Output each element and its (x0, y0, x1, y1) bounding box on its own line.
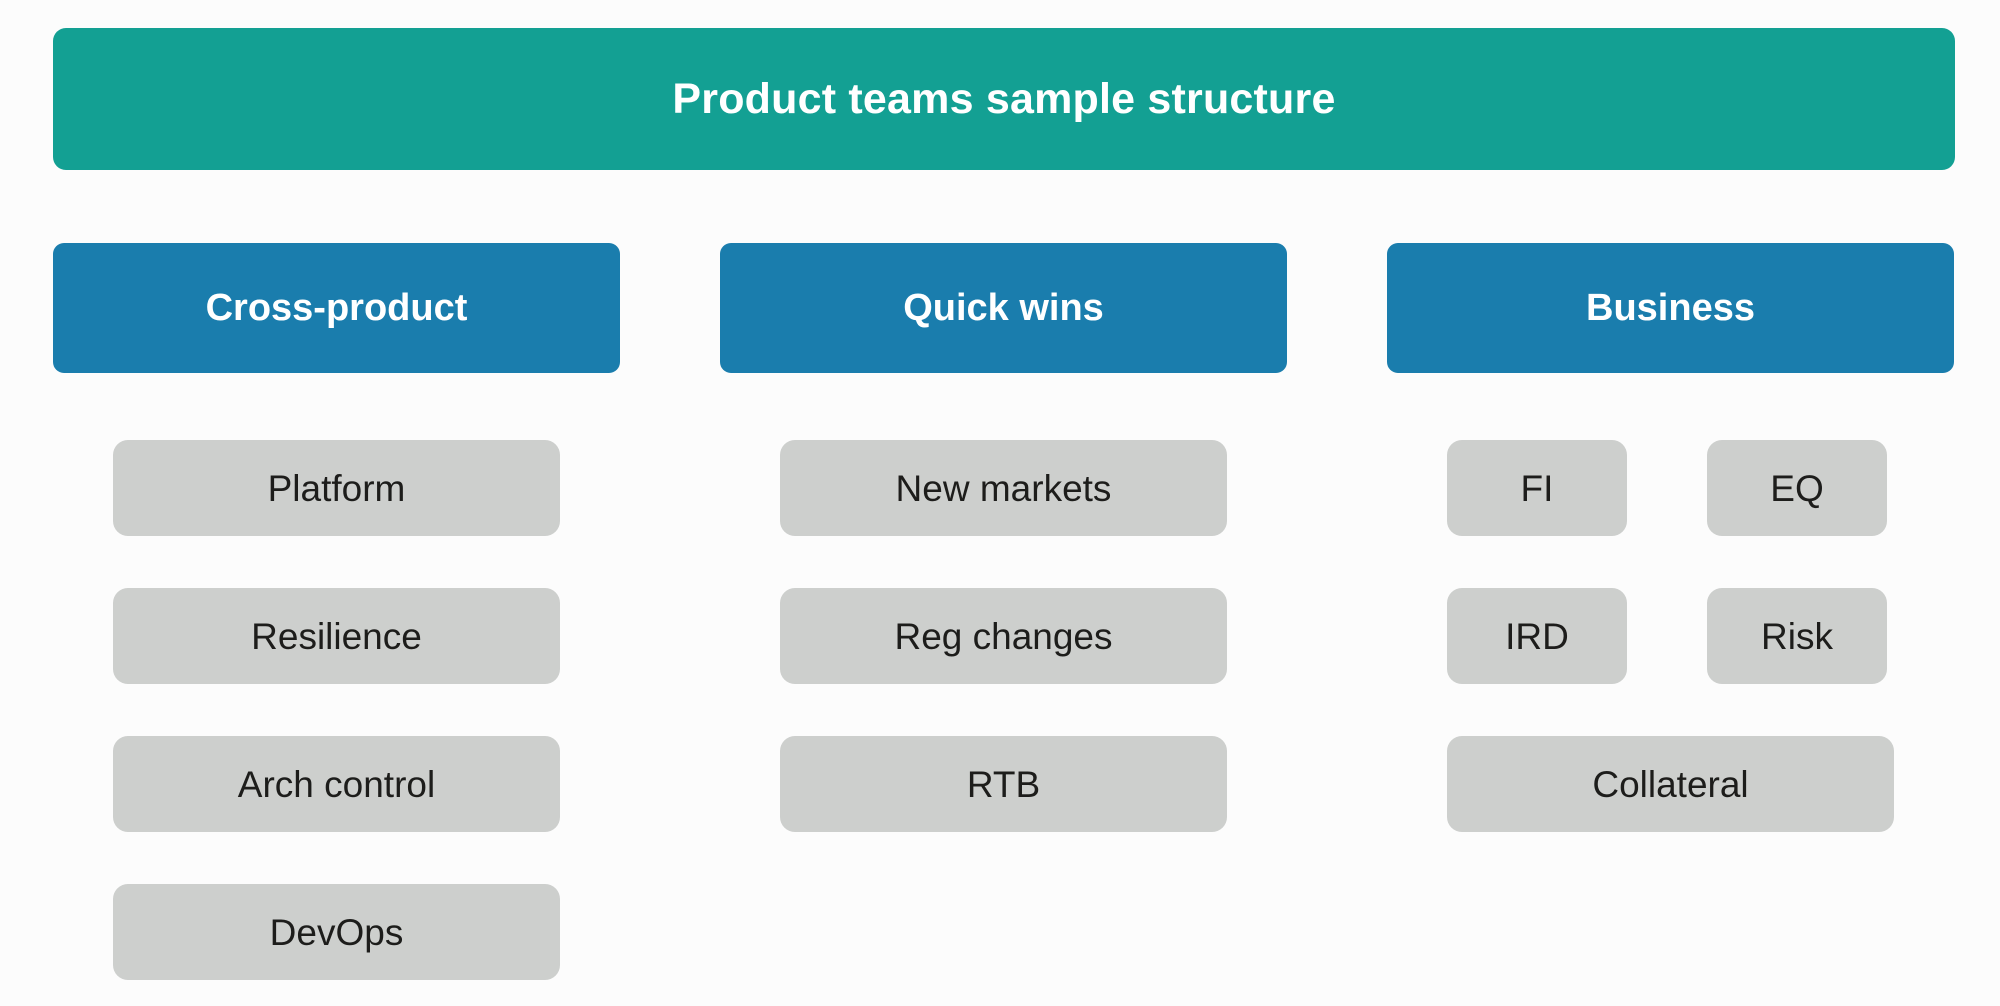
team-box-label: Collateral (1592, 763, 1749, 805)
team-box[interactable]: Arch control (113, 736, 560, 832)
column-header-label: Cross-product (205, 287, 468, 329)
team-box-label: Platform (267, 467, 406, 509)
team-box[interactable]: Resilience (113, 588, 560, 684)
team-box-label: Reg changes (894, 615, 1113, 657)
item-row: New markets (780, 440, 1227, 536)
column-header-1[interactable]: Cross-product (53, 243, 620, 373)
column-header-2[interactable]: Quick wins (720, 243, 1287, 373)
item-row: Resilience (113, 588, 560, 684)
column-header-label: Quick wins (903, 287, 1104, 329)
team-box-label: FI (1520, 467, 1554, 509)
team-box[interactable]: Reg changes (780, 588, 1227, 684)
team-box[interactable]: IRD (1447, 588, 1627, 684)
item-row: FI EQ (1447, 440, 1894, 536)
page-title: Product teams sample structure (672, 74, 1336, 123)
team-box[interactable]: EQ (1707, 440, 1887, 536)
team-box-label: New markets (895, 467, 1112, 509)
item-row: Collateral (1447, 736, 1894, 832)
team-box-label: EQ (1770, 467, 1824, 509)
item-row: Arch control (113, 736, 560, 832)
team-box[interactable]: New markets (780, 440, 1227, 536)
item-row: Platform (113, 440, 560, 536)
team-box[interactable]: DevOps (113, 884, 560, 980)
team-box-label: IRD (1505, 615, 1569, 657)
team-box[interactable]: FI (1447, 440, 1627, 536)
item-row: DevOps (113, 884, 560, 980)
team-box-label: RTB (966, 763, 1041, 805)
item-row: RTB (780, 736, 1227, 832)
item-row: IRD Risk (1447, 588, 1894, 684)
team-box-label: Risk (1761, 615, 1833, 657)
team-box[interactable]: Risk (1707, 588, 1887, 684)
team-box[interactable]: Platform (113, 440, 560, 536)
diagram-banner: Product teams sample structure (53, 28, 1955, 170)
team-box-label: DevOps (269, 911, 404, 953)
team-box-label: Resilience (251, 615, 422, 657)
item-row: Reg changes (780, 588, 1227, 684)
team-box[interactable]: RTB (780, 736, 1227, 832)
column-header-3[interactable]: Business (1387, 243, 1954, 373)
team-box[interactable]: Collateral (1447, 736, 1894, 832)
team-box-label: Arch control (237, 763, 436, 805)
column-header-label: Business (1586, 287, 1755, 329)
